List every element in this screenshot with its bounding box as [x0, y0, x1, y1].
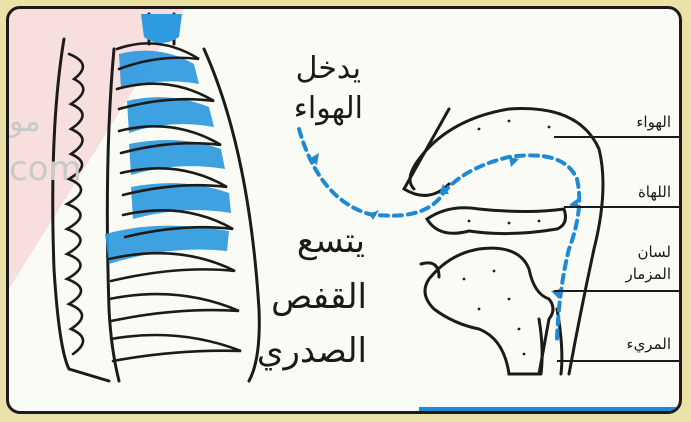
watermark-text-1: مو — [9, 104, 41, 139]
label-epiglottis-1: لسان — [637, 243, 671, 261]
diagram-frame: مو com يدخل الهواء يتسع القفص الصدري اله… — [6, 6, 682, 414]
caption-expands-1: يتسع — [297, 221, 365, 261]
label-air: الهواء — [636, 113, 671, 131]
palate — [427, 208, 565, 234]
label-epiglottis-2: المزمار — [625, 265, 671, 283]
label-uvula: اللهاة — [638, 183, 671, 201]
label-esophagus: المريء — [627, 335, 671, 353]
corner-bar — [419, 407, 682, 414]
tongue — [425, 248, 553, 374]
lung-fill — [105, 51, 231, 264]
caption-expands-2: القفص — [271, 277, 367, 317]
caption-air-enters-2: الهواء — [294, 91, 363, 127]
trachea-fill — [141, 14, 182, 43]
watermark-text-2: com — [9, 149, 82, 189]
caption-air-enters-1: يدخل — [296, 51, 361, 87]
caption-expands-3: الصدري — [257, 331, 367, 371]
skull-outline — [410, 109, 603, 375]
